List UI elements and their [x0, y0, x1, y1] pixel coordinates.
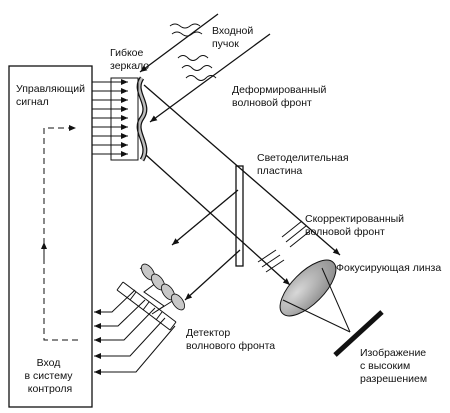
label-deformed-wavefront: Деформированный волновой фронт	[232, 84, 329, 109]
reflected-beam-2	[145, 154, 291, 286]
flexible-mirror-inner	[137, 77, 147, 161]
detector-output-arrows	[94, 289, 176, 375]
label-control-signal: Управляющий сигнал	[16, 83, 88, 108]
focus-line-1	[282, 299, 351, 333]
wavefront-detector	[116, 263, 185, 331]
split-beam-1	[171, 189, 239, 246]
deformed-wave-3	[185, 75, 217, 81]
deformed-wave-1	[177, 55, 209, 61]
actuator-arrows	[92, 79, 128, 157]
corrected-wavefront-ticks	[257, 220, 311, 273]
label-input-beam: Входной пучок	[212, 25, 256, 50]
focusing-lens	[279, 259, 337, 317]
control-box	[8, 65, 93, 408]
label-high-res-image: Изображение с высоким разрешением	[360, 347, 429, 385]
input-wave-2	[171, 31, 203, 37]
image-plane	[333, 310, 384, 357]
beam-splitter-plate	[235, 165, 244, 267]
input-beam-line-1	[139, 13, 219, 73]
label-control-input: Вход в систему контроля	[25, 357, 76, 395]
feedback-loop-dashed	[43, 125, 78, 341]
focus-line-2	[321, 267, 351, 333]
split-beam-2	[184, 249, 241, 301]
label-flexible-mirror: Гибкое зеркало	[110, 47, 149, 72]
label-focusing-lens: Фокусирующая линза	[336, 262, 441, 274]
reflected-beam-1	[143, 84, 341, 256]
label-beam-splitter: Светоделительная пластина	[257, 152, 351, 177]
label-corrected-wavefront: Скорректированный волновой фронт	[305, 213, 407, 238]
actuator-bank	[110, 77, 139, 161]
label-wavefront-detector: Детектор волнового фронта	[186, 327, 275, 352]
deformed-wave-2	[181, 65, 213, 71]
input-wave-1	[169, 23, 201, 29]
